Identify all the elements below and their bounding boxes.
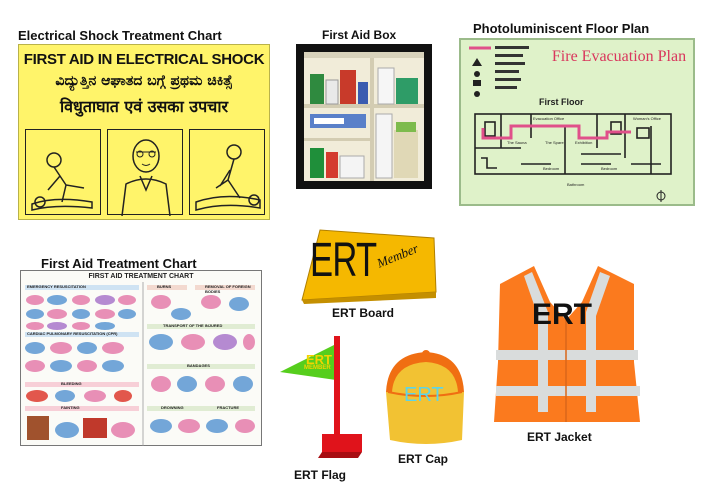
svg-text:Bedroom: Bedroom	[601, 166, 618, 171]
treatment-section-label: BANDAGES	[187, 363, 210, 368]
treatment-section-label: TRANSPORT OF THE INJURED	[163, 323, 223, 328]
shock-chart-english-line: FIRST AID IN ELECTRICAL SHOCK	[23, 51, 265, 68]
treatment-section-label: BURNS	[157, 284, 172, 289]
floor-plan-caption: Photoluminiscent Floor Plan	[473, 21, 650, 36]
treatment-section-label: EMERGENCY RESUSCITATION	[27, 284, 86, 289]
ert-flag: ERT MEMBER	[278, 334, 368, 464]
treatment-chart-illustrations	[25, 282, 255, 446]
svg-text:The Sauna: The Sauna	[507, 140, 527, 145]
treatment-section-label: BLEEDING	[61, 381, 82, 386]
treatment-section-label: FRACTURE	[217, 405, 239, 410]
ert-flag-main-text: ERT	[306, 352, 332, 367]
shock-chart-kannada-line: ವಿದ್ಯುತ್ತಿನ ಆಘಾತದ ಬಗ್ಗೆ ಪ್ರಥಮ ಚಿಕಿತ್ಸೆ	[55, 73, 233, 89]
treatment-section-label: CARDIAC PULMONARY RESUSCITATION (CPR)	[27, 331, 118, 336]
fire-evacuation-plan: Fire Evacuation Plan First Floor Evacuat…	[459, 38, 695, 206]
svg-text:Evacuation Office: Evacuation Office	[533, 116, 565, 121]
svg-text:Bathroom: Bathroom	[567, 182, 585, 187]
treatment-chart-title: FIRST AID TREATMENT CHART	[88, 273, 194, 280]
ert-jacket-text: ERT	[532, 298, 592, 331]
svg-text:Exhibition: Exhibition	[575, 140, 592, 145]
ert-board-main-text: ERT	[310, 234, 377, 287]
svg-text:Woman's Office: Woman's Office	[633, 116, 662, 121]
svg-text:Bedroom: Bedroom	[543, 166, 560, 171]
chest-compression-illustration	[189, 129, 265, 215]
ert-cap-text: ERT	[404, 384, 444, 406]
treatment-section-label: FAINTING	[61, 405, 80, 410]
first-aid-box	[296, 44, 432, 189]
ert-cap: ERT	[378, 348, 472, 448]
ert-flag-caption: ERT Flag	[294, 468, 347, 482]
evacuation-plan-title: Fire Evacuation Plan	[551, 48, 687, 65]
ert-board: ERT Member	[298, 228, 438, 304]
treatment-section-label: REMOVAL OF FOREIGN BODIES	[205, 284, 251, 294]
ert-jacket-caption: ERT Jacket	[527, 430, 592, 444]
first-aid-box-interior	[304, 52, 424, 181]
rescue-breathing-illustration	[25, 129, 101, 215]
treatment-section-label: DROWNING	[161, 405, 184, 410]
doctor-illustration	[107, 129, 183, 217]
floor-plan-drawing: Evacuation Office The Sauna The Spare Ex…	[474, 113, 672, 202]
shock-chart-hindi-line: विधुताघात एवं उसका उपचार	[59, 97, 229, 116]
evacuation-plan-floor-label: First Floor	[539, 97, 584, 107]
first-aid-box-caption: First Aid Box	[322, 28, 397, 42]
electrical-shock-chart: FIRST AID IN ELECTRICAL SHOCK ವಿದ್ಯುತ್ತಿ…	[18, 44, 270, 220]
svg-text:The Spare: The Spare	[545, 140, 564, 145]
shock-chart-caption: Electrical Shock Treatment Chart	[18, 28, 222, 43]
first-aid-treatment-chart: FIRST AID TREATMENT CHART	[20, 270, 262, 446]
ert-board-caption: ERT Board	[332, 306, 395, 320]
ert-cap-caption: ERT Cap	[398, 452, 449, 466]
ert-jacket: ERT	[488, 262, 646, 426]
ert-flag-sub-text: MEMBER	[304, 365, 331, 371]
treatment-chart-caption: First Aid Treatment Chart	[41, 256, 197, 271]
